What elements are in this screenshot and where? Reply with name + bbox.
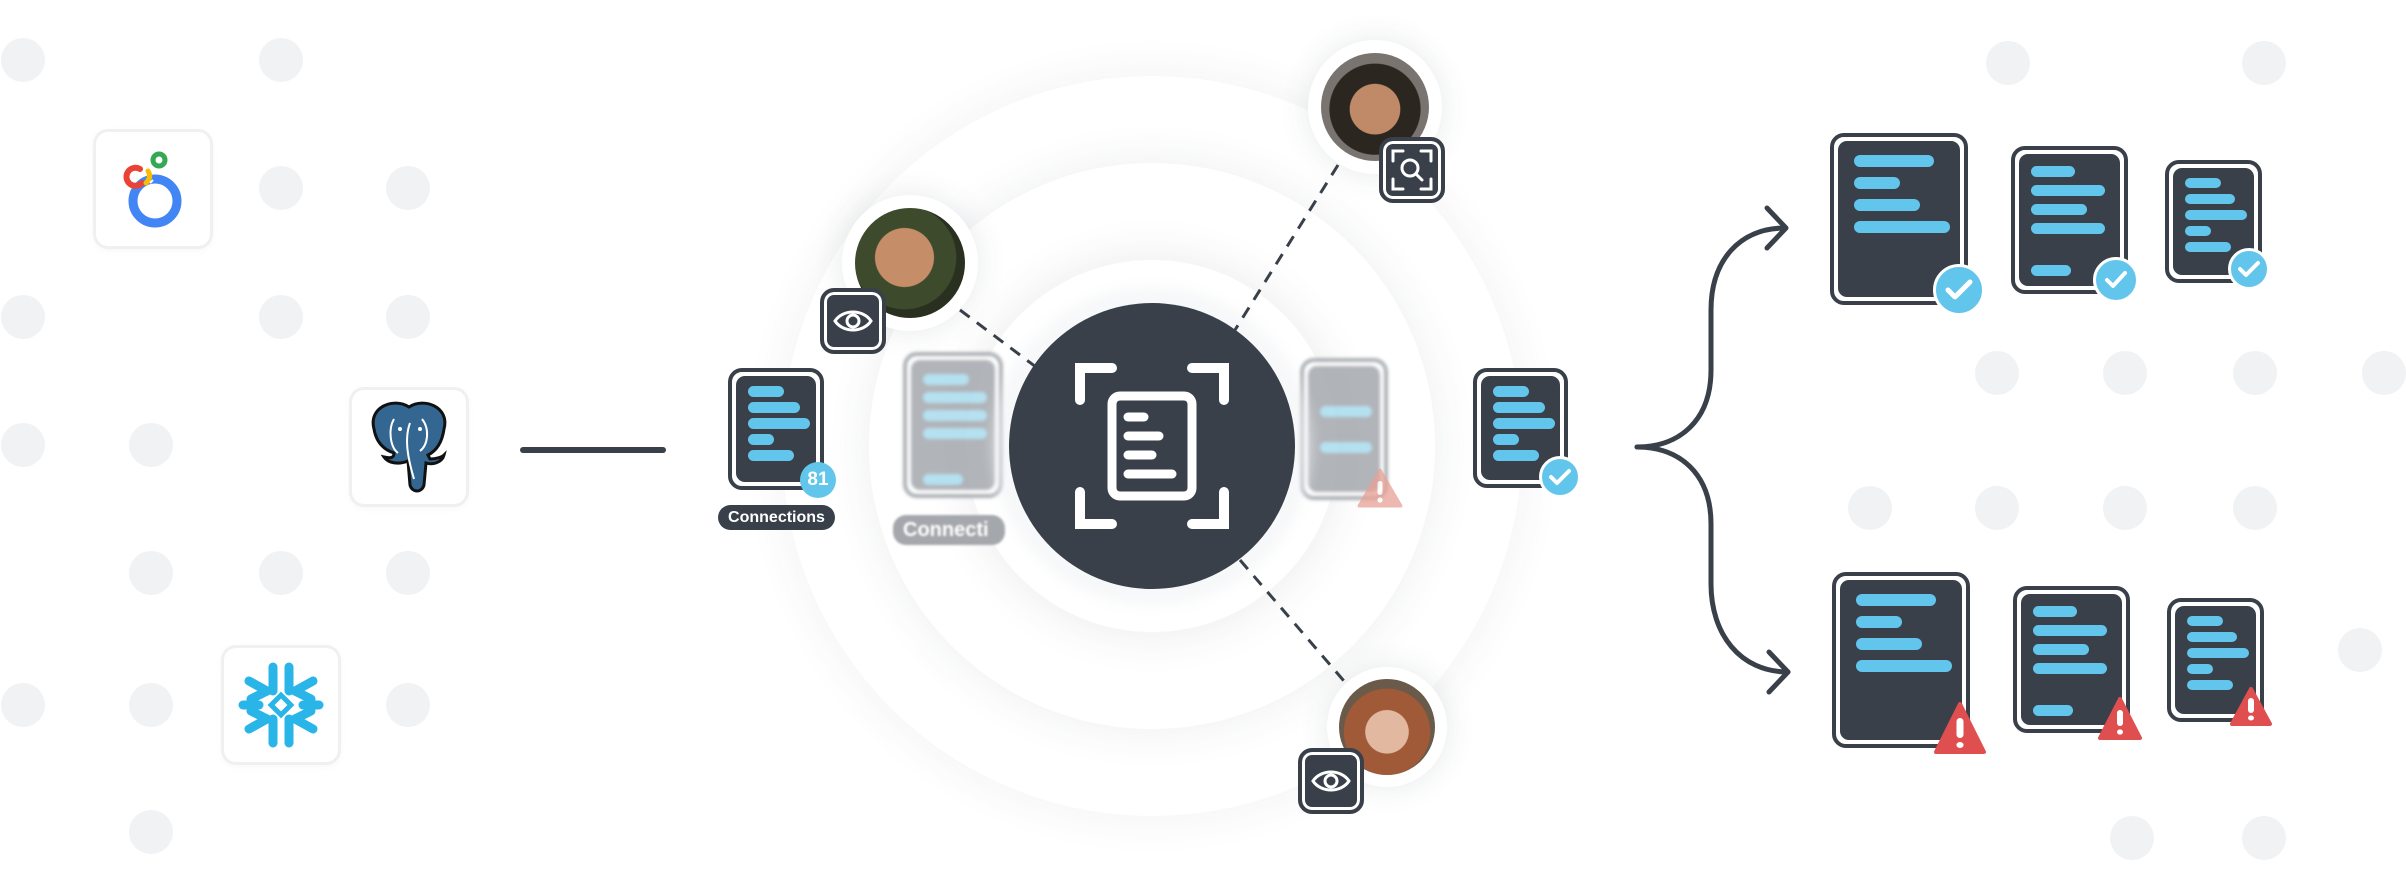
bg-dot bbox=[386, 166, 430, 210]
bg-dot bbox=[2103, 351, 2147, 395]
warning-icon bbox=[2098, 697, 2142, 740]
bg-dot bbox=[386, 683, 430, 727]
bg-dot bbox=[2338, 628, 2382, 672]
reviewer-avatar-woman-top[interactable] bbox=[1308, 40, 1442, 174]
connections-document[interactable] bbox=[728, 368, 824, 490]
reviewer-woman-view-badge[interactable] bbox=[1298, 748, 1364, 814]
bg-dot bbox=[259, 295, 303, 339]
looker-logo-icon bbox=[123, 151, 182, 228]
snowflake-logo-icon bbox=[238, 662, 324, 748]
connections-count-badge: 81 bbox=[800, 462, 836, 498]
warning-icon bbox=[1934, 702, 1986, 754]
eye-icon bbox=[1311, 770, 1351, 792]
source-looker[interactable] bbox=[96, 132, 210, 246]
output-approved-badge bbox=[1539, 456, 1581, 498]
bg-dot bbox=[129, 683, 173, 727]
postgresql-elephant-icon bbox=[371, 401, 447, 493]
scan-search-icon bbox=[1391, 149, 1433, 191]
bg-dot bbox=[1, 38, 45, 82]
bg-dot bbox=[129, 551, 173, 595]
flagged-document-1[interactable] bbox=[1832, 572, 1970, 748]
connections-label: Connections bbox=[718, 505, 835, 530]
connector-line bbox=[520, 447, 666, 453]
bg-dot bbox=[259, 166, 303, 210]
check-icon bbox=[1945, 279, 1973, 300]
faded-warning-icon bbox=[1357, 468, 1403, 508]
check-icon bbox=[2238, 261, 2260, 277]
ghost-document-exiting bbox=[1300, 358, 1388, 500]
check-icon bbox=[1549, 469, 1571, 485]
reviewer-man-view-badge[interactable] bbox=[820, 288, 886, 354]
bg-dot bbox=[129, 423, 173, 467]
flagged-document-3[interactable] bbox=[2167, 598, 2264, 722]
bg-dot bbox=[2103, 486, 2147, 530]
bg-dot bbox=[1848, 486, 1892, 530]
bg-dot bbox=[386, 551, 430, 595]
bg-dot bbox=[1, 295, 45, 339]
source-snowflake[interactable] bbox=[224, 648, 338, 762]
approved-badge-2 bbox=[2093, 257, 2139, 303]
bg-dot bbox=[259, 551, 303, 595]
reviewer-woman-inspect-badge[interactable] bbox=[1379, 137, 1445, 203]
bg-dot bbox=[1986, 41, 2030, 85]
warning-icon bbox=[2230, 687, 2272, 726]
bg-dot bbox=[2242, 816, 2286, 860]
bg-dot bbox=[2233, 486, 2277, 530]
bg-dot bbox=[129, 810, 173, 854]
bg-dot bbox=[259, 38, 303, 82]
bg-dot bbox=[1975, 351, 2019, 395]
source-postgresql[interactable] bbox=[352, 390, 466, 504]
flagged-document-2[interactable] bbox=[2013, 586, 2130, 733]
bg-dot bbox=[2233, 351, 2277, 395]
check-icon bbox=[2105, 271, 2127, 288]
branch-arrows bbox=[1634, 205, 1791, 695]
ghost-connections-label: Connecti bbox=[893, 515, 1005, 545]
bg-dot bbox=[386, 295, 430, 339]
document-scan-icon bbox=[1075, 363, 1229, 529]
document-scanner-core[interactable] bbox=[1009, 303, 1295, 589]
bg-dot bbox=[2110, 816, 2154, 860]
reviewer-avatar-man[interactable] bbox=[842, 195, 978, 331]
approved-badge-3 bbox=[2228, 248, 2270, 290]
bg-dot bbox=[2362, 351, 2406, 395]
approved-document-3[interactable] bbox=[2165, 160, 2262, 283]
eye-icon bbox=[833, 310, 873, 332]
bg-dot bbox=[1, 683, 45, 727]
bg-dot bbox=[1975, 486, 2019, 530]
bg-dot bbox=[1, 423, 45, 467]
approved-badge-1 bbox=[1933, 264, 1985, 316]
bg-dot bbox=[2242, 41, 2286, 85]
